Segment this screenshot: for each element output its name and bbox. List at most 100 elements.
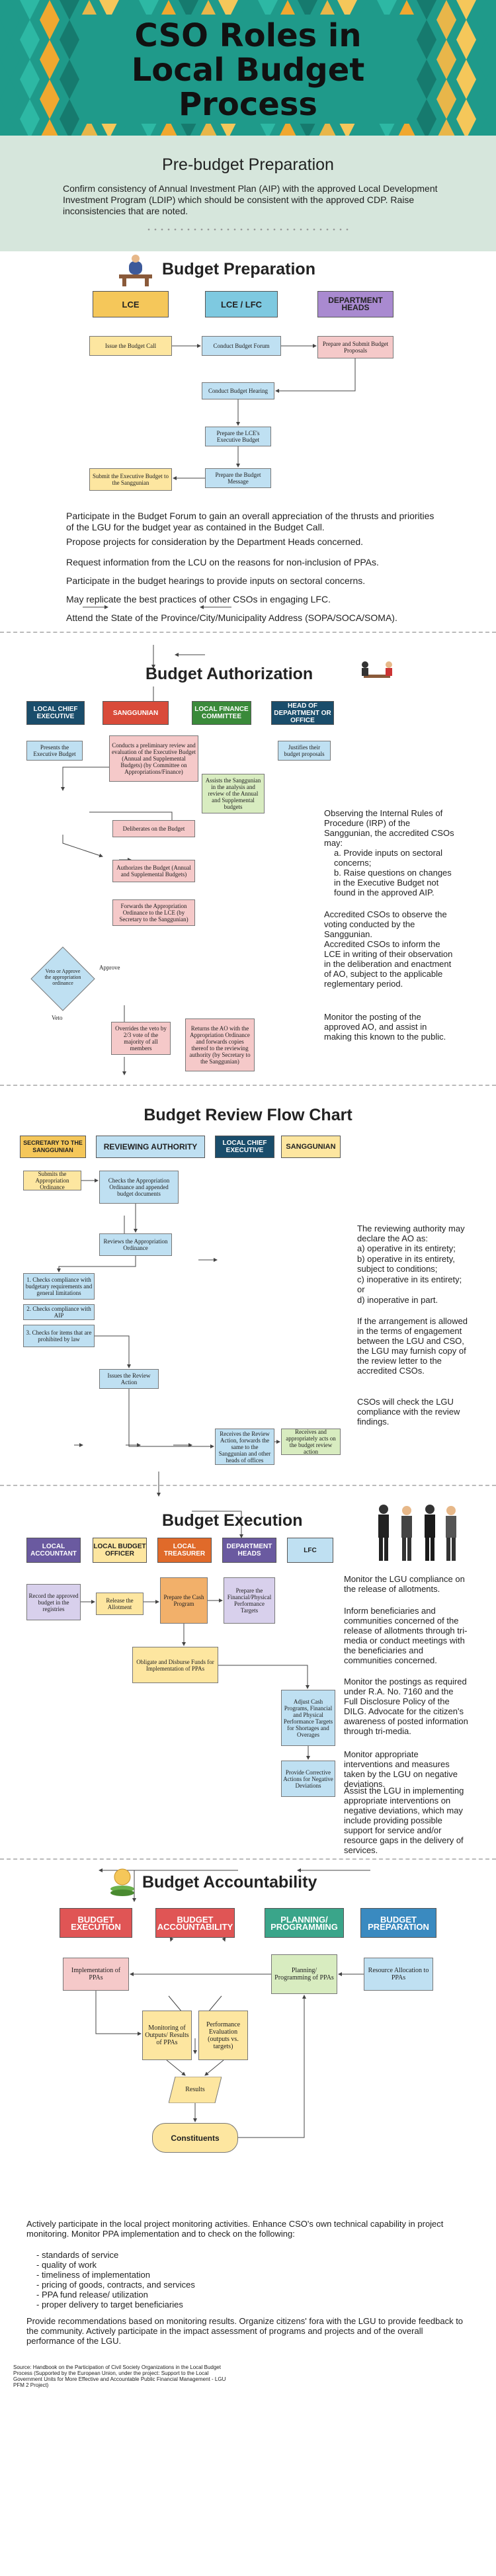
header-pattern-triangle [398, 119, 415, 136]
adjust-cash-programs-box: Adjust Cash Programs, Financial and Phys… [281, 1690, 335, 1746]
prepare-budget-message-box: Prepare the Budget Message [205, 468, 271, 488]
lane-local-chief-executive: LOCAL CHIEF EXECUTIVE [26, 701, 85, 725]
acc-paragraph-1: Actively participate in the local projec… [26, 2219, 444, 2239]
header-pattern-triangle [436, 40, 456, 60]
header-pattern-triangle [417, 79, 436, 99]
header-pattern-triangle [417, 119, 436, 136]
planning-box: Planning/ Programming of PPAs [271, 1954, 337, 1994]
header-pattern-triangle [0, 79, 20, 99]
header-pattern-triangle [20, 20, 40, 40]
prebudget-section: Pre-budget Preparation Confirm consisten… [0, 136, 496, 251]
header-pattern-triangle [417, 99, 436, 119]
source-footnote: Source: Handbook on the Participation of… [13, 2364, 226, 2388]
lane-local-budget-officer: LOCAL BUDGET OFFICER [93, 1538, 147, 1563]
authorizes-budget-box: Authorizes the Budget (Annual and Supple… [112, 860, 195, 882]
exec-text-1: Monitor the LGU compliance on the releas… [344, 1574, 465, 1594]
lane-department-heads: DEPARTMENT HEADS [317, 291, 393, 317]
coins-icon [106, 1866, 139, 1896]
resource-allocation-box: Resource Allocation to PPAs [364, 1958, 433, 1991]
page-title: CSO Roles in Local Budget Process [131, 17, 365, 123]
header-pattern-triangle [436, 60, 456, 79]
header-pattern-triangle [40, 99, 60, 119]
header-pattern-triangle [99, 0, 119, 20]
auth-text-6: Monitor the posting of the approved AO, … [324, 1012, 446, 1042]
header-pattern-triangle [279, 119, 296, 136]
auth-text-3: b. Raise questions on changes in the Exe… [334, 868, 452, 897]
submits-ao-box: Submits the Appropriation Ordinance [23, 1171, 81, 1190]
header-pattern-triangle [476, 0, 496, 20]
header-pattern-triangle [456, 119, 476, 136]
header-pattern-triangle [417, 0, 436, 20]
header-pattern-triangle [417, 60, 436, 79]
check-compliance-box: 1. Checks compliance with budgetary requ… [23, 1273, 95, 1300]
header-pattern-triangle [456, 79, 476, 99]
prepare-cash-program-box: Prepare the Cash Program [160, 1577, 208, 1624]
budget-preparation-icon [116, 255, 155, 288]
header-pattern-triangle [40, 40, 60, 60]
header-pattern-triangle [456, 60, 476, 79]
lane-sanggunian-review: SANGGUNIAN [281, 1136, 341, 1158]
implementation-box: Implementation of PPAs [63, 1958, 129, 1991]
header-pattern-triangle [239, 119, 257, 136]
header-pattern-triangle [40, 0, 60, 20]
header-pattern-triangle [60, 79, 79, 99]
justifies-proposals-box: Justifies their budget proposals [278, 741, 331, 761]
meeting-icon [357, 658, 397, 688]
lane-local-treasurer: LOCAL TREASURER [157, 1538, 212, 1563]
header-pattern-triangle [60, 20, 79, 40]
header-pattern-triangle [476, 20, 496, 40]
lane-local-finance-committee: LOCAL FINANCE COMMITTEE [192, 701, 251, 725]
assists-sanggunian-box: Assists the Sanggunian in the analysis a… [202, 774, 265, 813]
header-pattern-triangle [476, 40, 496, 60]
header-pattern-triangle [0, 40, 20, 60]
constituents-box: Constituents [152, 2123, 238, 2153]
conduct-budget-hearing-box: Conduct Budget Hearing [202, 382, 274, 399]
lane-reviewing-authority: REVIEWING AUTHORITY [96, 1136, 205, 1158]
prep-paragraph-3: Request information from the LCU on the … [66, 557, 379, 567]
header-pattern-triangle [0, 99, 20, 119]
lane-lce: LCE [93, 291, 169, 317]
header-pattern-triangle [476, 99, 496, 119]
prep-paragraph-1: Participate in the Budget Forum to gain … [66, 511, 434, 532]
section-divider [0, 1858, 496, 1860]
receives-review-action-box: Receives the Review Action, forwards the… [215, 1429, 274, 1465]
header-pattern-triangle [40, 20, 60, 40]
lane-planning-programming: PLANNING/ PROGRAMMING [265, 1908, 344, 1938]
exec-text-2: Inform beneficiaries and communities con… [344, 1606, 468, 1665]
header-pattern-triangle [438, 119, 455, 136]
header-pattern-triangle [456, 20, 476, 40]
header-pattern-triangle [218, 0, 238, 20]
overrides-veto-box: Overrides the veto by 2/3 vote of the ma… [111, 1022, 171, 1055]
obligate-disburse-box: Obligate and Disburse Funds for Implemen… [132, 1647, 218, 1683]
returns-ao-box: Returns the AO with the Appropriation Or… [185, 1018, 255, 1071]
header-pattern-triangle [1, 119, 19, 136]
header-pattern-triangle [436, 0, 456, 20]
deliberates-budget-box: Deliberates on the Budget [112, 820, 195, 837]
section-divider [0, 1085, 496, 1086]
header-pattern-triangle [160, 119, 177, 136]
checks-ao-box: Checks the Appropriation Ordinance and a… [99, 1171, 179, 1204]
acc-bullet-1: - standards of service [36, 2250, 119, 2260]
lane-budget-accountability: BUDGET ACCOUNTABILITY [155, 1908, 235, 1938]
header-pattern-triangle [258, 0, 278, 20]
prep-paragraph-4: Participate in the budget hearings to pr… [66, 575, 366, 586]
lane-lce-lfc: LCE / LFC [205, 291, 278, 317]
header-pattern-triangle [436, 20, 456, 40]
header-pattern-triangle [298, 0, 317, 20]
results-shape: Results [169, 2077, 222, 2103]
monitoring-box: Monitoring of Outputs/ Results of PPAs [142, 2011, 192, 2060]
acc-bullet-3: - timeliness of implementation [36, 2270, 150, 2280]
header-pattern-triangle [0, 0, 20, 20]
prebudget-text: Confirm consistency of Annual Investment… [63, 183, 438, 216]
exec-text-4: Monitor appropriate interventions and me… [344, 1749, 458, 1789]
approve-label: Approve [99, 964, 120, 971]
issue-budget-call-box: Issue the Budget Call [89, 336, 172, 356]
auth-text-4: Accredited CSOs to observe the voting co… [324, 909, 447, 939]
prepare-executive-budget-box: Prepare the LCE's Executive Budget [205, 427, 271, 446]
veto-approve-label: Veto or Approve the appropriation ordina… [44, 968, 81, 986]
prep-paragraph-2: Propose projects for consideration by th… [66, 536, 364, 547]
lane-local-accountant: LOCAL ACCOUNTANT [26, 1538, 81, 1563]
prepare-targets-box: Prepare the Financial/Physical Performan… [224, 1577, 275, 1624]
budget-execution-heading: Budget Execution [162, 1511, 303, 1530]
veto-approve-diamond: Veto or Approve the appropriation ordina… [30, 946, 96, 1012]
